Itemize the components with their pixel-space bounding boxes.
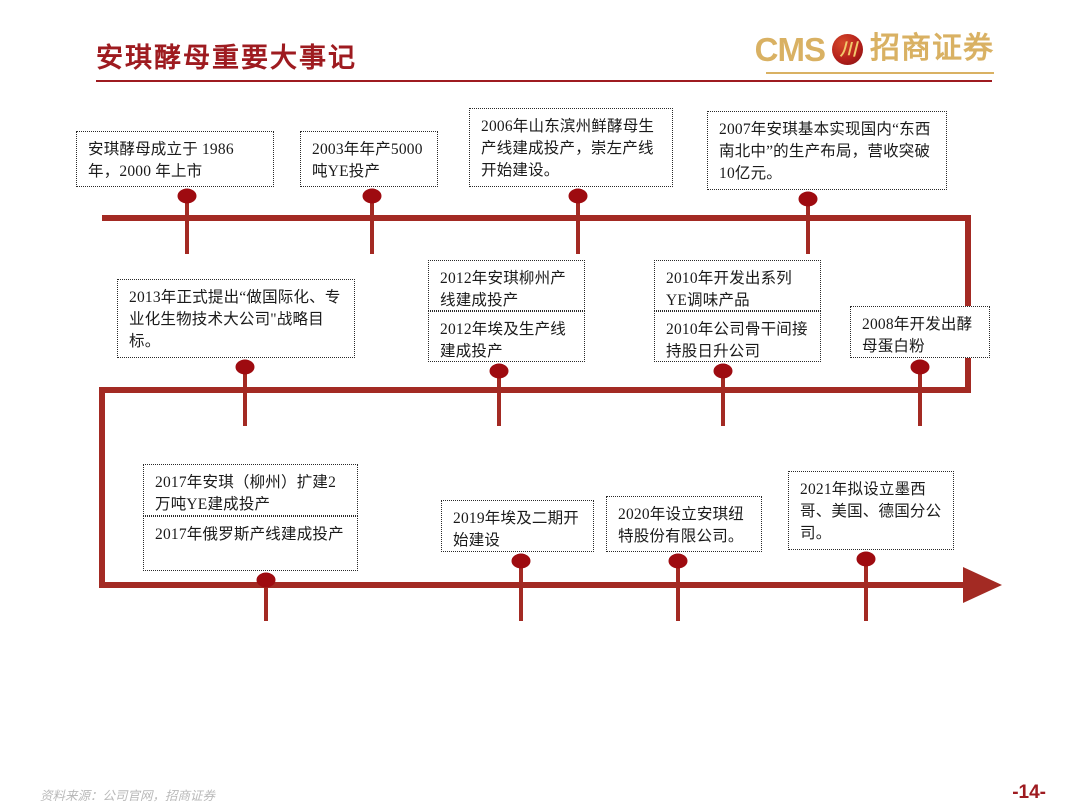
event-box-2007: 2007年安琪基本实现国内“东西南北中”的生产布局，营收突破10亿元。 xyxy=(707,111,947,190)
event-box-2010-2: 2010年公司骨干间接持股日升公司 xyxy=(654,311,821,362)
event-box-2020: 2020年设立安琪纽特股份有限公司。 xyxy=(606,496,762,552)
timeline-dot-1986 xyxy=(177,188,197,204)
title-divider xyxy=(96,80,992,82)
logo-emblem-icon: 川 xyxy=(832,33,863,65)
timeline-dot-2003 xyxy=(362,188,382,204)
event-box-2013: 2013年正式提出“做国际化、专业化生物技术大公司"战略目标。 xyxy=(117,279,355,358)
timeline-dot-2021 xyxy=(856,551,876,567)
timeline-dot-2006 xyxy=(568,188,588,204)
timeline-dot-2008 xyxy=(910,359,930,375)
event-box-2012-2: 2012年埃及生产线建成投产 xyxy=(428,311,585,362)
event-box-2008: 2008年开发出酵母蛋白粉 xyxy=(850,306,990,358)
event-box-2012-1: 2012年安琪柳州产线建成投产 xyxy=(428,260,585,311)
timeline-dot-2010 xyxy=(713,363,733,379)
timeline-dot-2017 xyxy=(256,572,276,588)
event-box-2003: 2003年年产5000吨YE投产 xyxy=(300,131,438,187)
logo-latin-text: CMS xyxy=(754,30,826,68)
cms-logo: CMS 川 招商证券 xyxy=(755,28,994,70)
timeline-dot-2007 xyxy=(798,191,818,207)
timeline-dot-2013 xyxy=(235,359,255,375)
logo-underline xyxy=(766,72,994,74)
event-box-2006: 2006年山东滨州鲜酵母生产线建成投产，崇左产线开始建设。 xyxy=(469,108,673,187)
event-box-2021: 2021年拟设立墨西哥、美国、德国分公司。 xyxy=(788,471,954,550)
event-box-2017-1: 2017年安琪（柳州）扩建2万吨YE建成投产 xyxy=(143,464,358,516)
event-box-1986: 安琪酵母成立于 1986年，2000 年上市 xyxy=(76,131,274,187)
timeline-dot-2020 xyxy=(668,553,688,569)
timeline-dot-2019 xyxy=(511,553,531,569)
source-note: 资料来源：公司官网，招商证券 xyxy=(40,789,216,803)
event-box-2017-2: 2017年俄罗斯产线建成投产 xyxy=(143,516,358,571)
event-box-2010-1: 2010年开发出系列YE调味产品 xyxy=(654,260,821,311)
logo-chinese-text: 招商证券 xyxy=(870,32,994,65)
page-title: 安琪酵母重要大事记 xyxy=(96,43,357,73)
event-box-2019: 2019年埃及二期开始建设 xyxy=(441,500,594,552)
logo-emblem-glyph: 川 xyxy=(840,39,857,59)
page-number: -14- xyxy=(1012,782,1046,803)
timeline-dot-2012 xyxy=(489,363,509,379)
